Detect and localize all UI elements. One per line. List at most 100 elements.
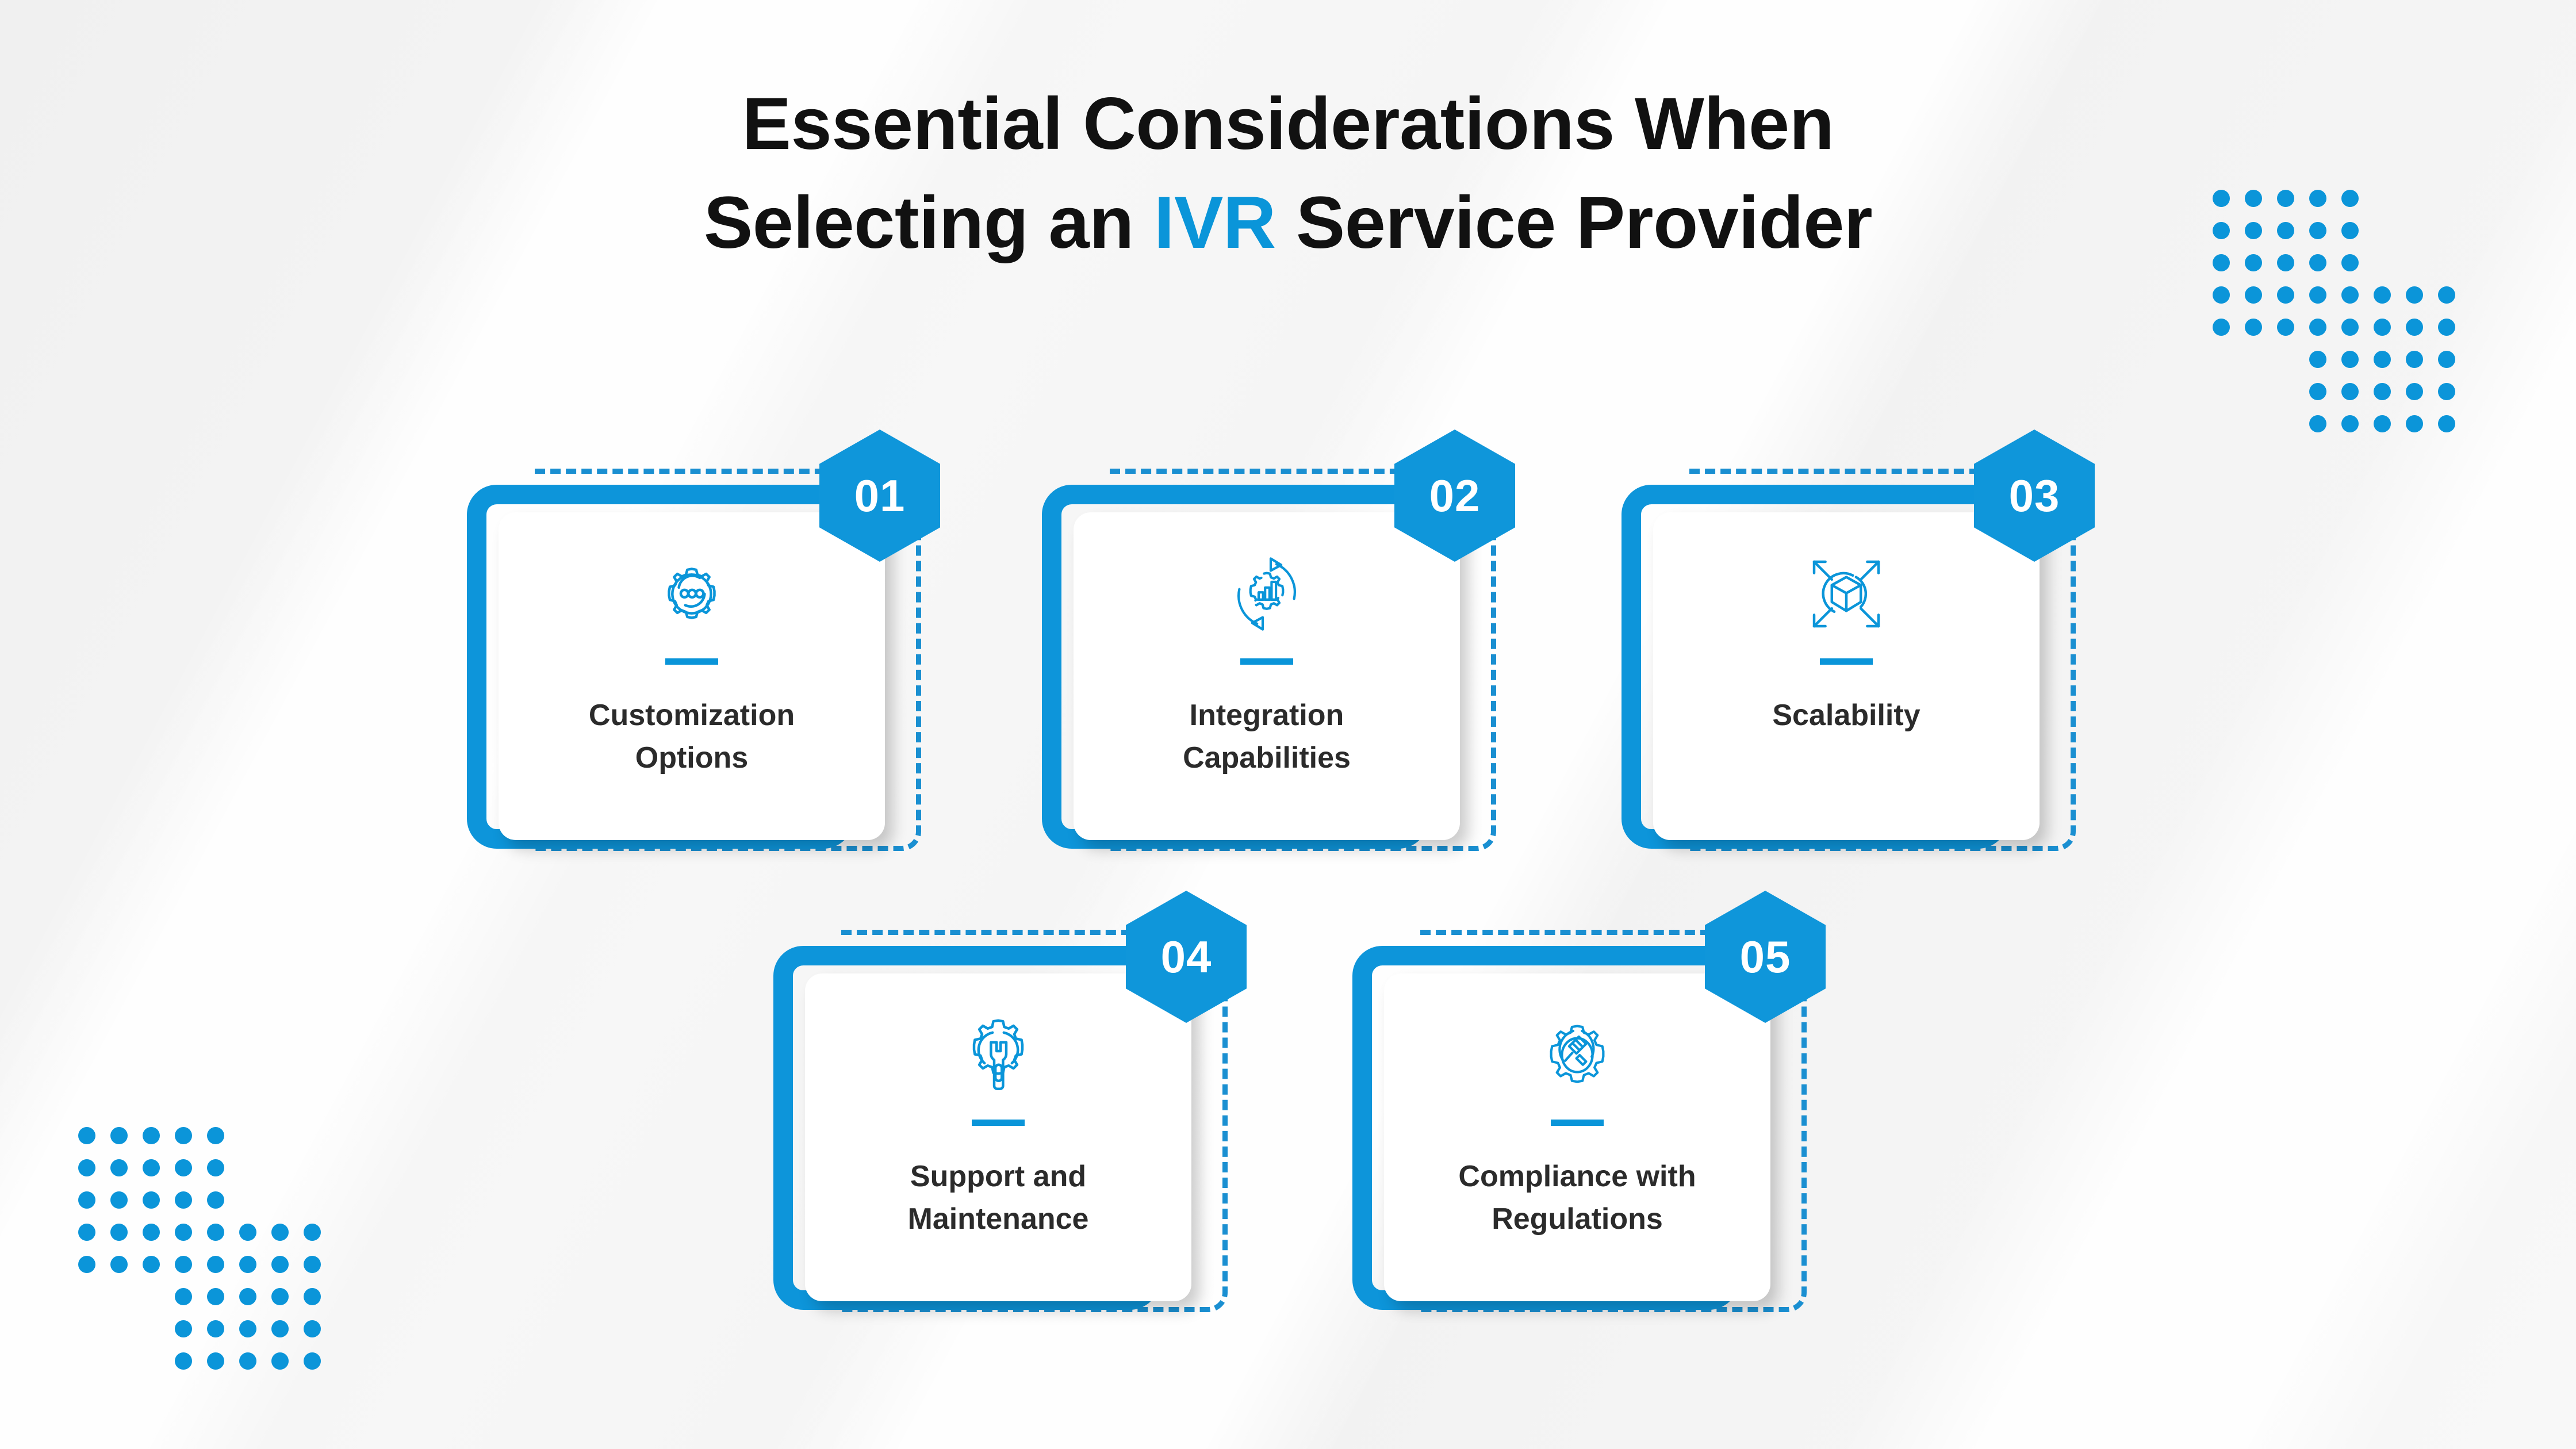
decorative-dot <box>271 1288 289 1305</box>
card-item[interactable]: Scalability 03 <box>1621 430 2095 851</box>
decorative-dot <box>110 1159 128 1176</box>
decorative-dot <box>2245 254 2262 271</box>
decorative-dot <box>239 1320 256 1337</box>
decorative-dot <box>2309 190 2326 207</box>
card-divider <box>665 658 718 665</box>
card-number-label: 03 <box>2008 470 2060 521</box>
decorative-dot <box>110 1127 128 1144</box>
decorative-dot <box>175 1352 192 1370</box>
decorative-dot <box>2406 319 2423 336</box>
decorative-dot <box>304 1352 321 1370</box>
decorative-dot <box>175 1159 192 1176</box>
decorative-dot <box>207 1191 224 1209</box>
decorative-dot <box>207 1320 224 1337</box>
card-title: Scalability <box>1772 699 1920 732</box>
decorative-dot <box>2309 415 2326 432</box>
decorative-dot <box>78 1127 95 1144</box>
title-line-2-suffix: Service Provider <box>1275 181 1873 264</box>
card-content: Scalability <box>1653 512 2040 840</box>
decorative-dot <box>143 1159 160 1176</box>
decorative-dot <box>2309 286 2326 304</box>
title-accent-ivr: IVR <box>1153 181 1276 264</box>
decorative-dot <box>2374 319 2391 336</box>
decorative-dot <box>2341 254 2359 271</box>
decorative-dot <box>110 1256 128 1273</box>
decorative-dot <box>143 1127 160 1144</box>
card-surface <box>1384 973 1770 1301</box>
decorative-dot <box>2438 286 2455 304</box>
decorative-dot <box>2245 319 2262 336</box>
decorative-dot <box>2341 222 2359 239</box>
decorative-dot <box>2341 190 2359 207</box>
decorative-dot <box>2213 286 2230 304</box>
decorative-dot <box>271 1256 289 1273</box>
top-right-dot-pattern <box>2213 190 2455 432</box>
decorative-dot <box>2309 254 2326 271</box>
decorative-dot <box>110 1191 128 1209</box>
decorative-dot <box>239 1352 256 1370</box>
decorative-dot <box>271 1224 289 1241</box>
card-divider <box>1240 658 1293 665</box>
decorative-dot <box>207 1127 224 1144</box>
decorative-dot <box>2213 254 2230 271</box>
decorative-dot <box>2341 415 2359 432</box>
decorative-dot <box>2374 351 2391 368</box>
card-divider <box>972 1120 1025 1126</box>
page-title: Essential Considerations When Selecting … <box>0 75 2576 272</box>
card-number-label: 05 <box>1739 931 1791 982</box>
decorative-dot <box>2438 415 2455 432</box>
decorative-dot <box>239 1288 256 1305</box>
decorative-dot <box>175 1224 192 1241</box>
decorative-dot <box>175 1191 192 1209</box>
decorative-dot <box>2406 415 2423 432</box>
title-line-2-prefix: Selecting an <box>703 181 1154 264</box>
decorative-dot <box>207 1352 224 1370</box>
bottom-left-dot-pattern <box>78 1127 321 1370</box>
decorative-dot <box>143 1191 160 1209</box>
card-surface <box>805 973 1191 1301</box>
decorative-dot <box>207 1224 224 1241</box>
decorative-dot <box>207 1159 224 1176</box>
decorative-dot <box>2374 286 2391 304</box>
card-number-label: 01 <box>854 470 906 521</box>
decorative-dot <box>2245 286 2262 304</box>
decorative-dot <box>2309 351 2326 368</box>
decorative-dot <box>2341 351 2359 368</box>
gear-wrench-icon <box>955 1015 1041 1095</box>
decorative-dot <box>2406 383 2423 400</box>
decorative-dot <box>78 1224 95 1241</box>
title-line-1: Essential Considerations When <box>742 83 1834 165</box>
decorative-dot <box>271 1320 289 1337</box>
decorative-dot <box>207 1288 224 1305</box>
decorative-dot <box>2438 319 2455 336</box>
decorative-dot <box>143 1224 160 1241</box>
decorative-dot <box>143 1256 160 1273</box>
decorative-dot <box>2374 415 2391 432</box>
card-surface <box>1074 512 1460 840</box>
decorative-dot <box>239 1224 256 1241</box>
card-divider <box>1820 658 1873 665</box>
card-divider <box>1551 1120 1604 1126</box>
decorative-dot <box>2245 190 2262 207</box>
cube-expand-arrows-icon <box>1803 554 1889 634</box>
decorative-dot <box>2277 222 2294 239</box>
decorative-dot <box>78 1159 95 1176</box>
decorative-dot <box>2245 222 2262 239</box>
decorative-dot <box>2341 383 2359 400</box>
decorative-dot <box>175 1127 192 1144</box>
decorative-dot <box>2341 286 2359 304</box>
decorative-dot <box>271 1352 289 1370</box>
decorative-dot <box>175 1256 192 1273</box>
